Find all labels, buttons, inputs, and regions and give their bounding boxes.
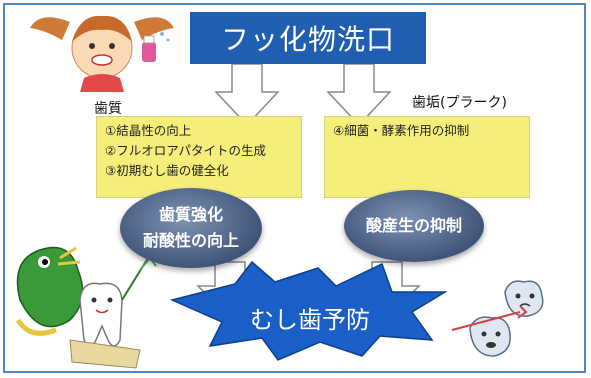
ellipse-text: 歯質強化 [158, 205, 223, 224]
plaque-effects-box: ④細菌・酵素作用の抑制 [324, 116, 530, 198]
effect-item: ①結晶性の向上 [105, 123, 192, 138]
effect-item: ③初期むし歯の健全化 [105, 163, 229, 178]
germs-illustration [451, 280, 544, 357]
arrow-right-top [326, 63, 392, 127]
acid-suppression-ellipse: 酸産生の抑制 [344, 190, 484, 262]
arrow-left-top [214, 63, 280, 127]
dragon-tooth-illustration [15, 246, 157, 369]
girl-illustration [30, 15, 174, 92]
tooth-strengthening-ellipse: 歯質強化 耐酸性の向上 [120, 188, 262, 268]
page-title: フッ化物洗口 [190, 12, 426, 64]
diagram-frame [3, 3, 586, 373]
result-label: むし歯予防 [250, 306, 370, 334]
ellipse-text: 酸産生の抑制 [365, 216, 462, 235]
result-burst [169, 260, 448, 361]
effect-item: ④細菌・酵素作用の抑制 [333, 123, 470, 138]
tooth-substance-label: 歯質 [94, 101, 122, 117]
ellipse-text: 耐酸性の向上 [142, 231, 239, 250]
tooth-effects-box: ①結晶性の向上 ②フルオロアパタイトの生成 ③初期むし歯の健全化 [96, 116, 302, 198]
plaque-label: 歯垢(プラーク) [412, 95, 507, 111]
effect-item: ②フルオロアパタイトの生成 [105, 143, 266, 158]
